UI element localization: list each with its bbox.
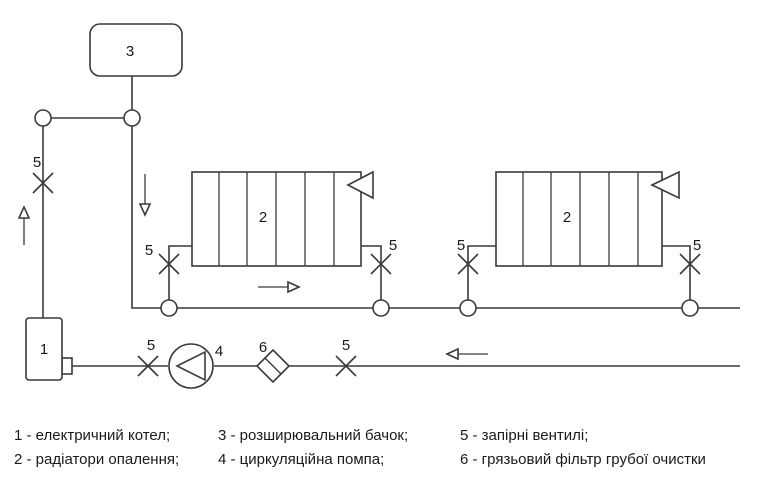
legend-item-boiler: 1 - електричний котел; xyxy=(14,427,171,444)
valve-return-filter: 5 xyxy=(335,337,357,377)
junction-radiator-2-out xyxy=(681,299,699,317)
legend: 1 - електричний котел; 3 - розширювальни… xyxy=(14,424,754,472)
legend-row-2: 2 - радіатори опалення; 4 - циркуляційна… xyxy=(14,448,754,472)
junction-radiator-2-in xyxy=(459,299,477,317)
valve-radiator-1-out: 5 xyxy=(370,237,397,275)
radiator-2-inlet-pipe xyxy=(467,245,496,300)
junctions xyxy=(34,109,699,317)
radiator-2-label: 2 xyxy=(563,209,571,226)
valve-return-pump: 5 xyxy=(137,337,159,377)
pipes xyxy=(42,76,740,367)
radiator-1: 2 xyxy=(191,170,374,267)
heating-scheme-diagram: 3 2 2 1 4 6 xyxy=(17,23,740,389)
flow-arrow-left-icon xyxy=(445,347,488,361)
electric-boiler: 1 xyxy=(25,317,73,381)
filter-label: 6 xyxy=(259,339,267,356)
circulation-pump: 4 xyxy=(168,343,223,389)
valve-radiator-2-in: 5 xyxy=(457,237,479,275)
legend-item-valves: 5 - запірні вентилі; xyxy=(460,427,589,444)
air-vent-icon xyxy=(650,170,680,200)
junction-radiator-1-out xyxy=(372,299,390,317)
legend-item-radiators: 2 - радіатори опалення; xyxy=(14,451,180,468)
junction-top-tank xyxy=(123,109,141,127)
pump-label: 4 xyxy=(215,343,223,360)
pump-triangle-icon xyxy=(175,350,206,382)
junction-radiator-1-in xyxy=(160,299,178,317)
radiator-1-outlet-pipe xyxy=(361,245,382,300)
valve-label: 5 xyxy=(693,237,701,254)
expansion-tank: 3 xyxy=(89,23,183,77)
air-vent-icon xyxy=(346,170,374,200)
valve-label: 5 xyxy=(457,237,465,254)
flow-arrow-up-icon xyxy=(17,205,31,245)
filter-mesh-icon xyxy=(264,357,282,375)
mud-filter: 6 xyxy=(255,339,291,384)
radiator-1-label: 2 xyxy=(259,209,267,226)
valve-riser: 5 xyxy=(32,154,54,194)
shutoff-valves: 5 5 5 5 5 5 5 xyxy=(32,154,701,377)
valve-label: 5 xyxy=(342,337,350,354)
legend-item-tank: 3 - розширювальний бачок; xyxy=(218,427,409,444)
flow-arrow-down-icon xyxy=(138,174,152,217)
radiator-2: 2 xyxy=(495,170,680,267)
legend-row-1: 1 - електричний котел; 3 - розширювальни… xyxy=(14,424,754,448)
flow-arrows xyxy=(17,174,488,361)
valve-radiator-1-in: 5 xyxy=(145,242,180,275)
flow-arrow-right-icon xyxy=(258,280,301,294)
boiler-label: 1 xyxy=(40,341,48,358)
valve-label: 5 xyxy=(389,237,397,254)
radiator-2-outlet-pipe xyxy=(662,245,691,300)
valve-label: 5 xyxy=(145,242,153,259)
junction-top-left xyxy=(34,109,52,127)
legend-item-pump: 4 - циркуляційна помпа; xyxy=(218,451,385,468)
valve-radiator-2-out: 5 xyxy=(679,237,701,275)
supply-downpipe xyxy=(131,126,161,309)
radiator-1-inlet-pipe xyxy=(168,245,192,300)
tank-label: 3 xyxy=(126,43,134,60)
legend-item-filter: 6 - грязьовий фільтр грубої очистки xyxy=(460,451,706,468)
valve-label: 5 xyxy=(147,337,155,354)
valve-label: 5 xyxy=(33,154,41,171)
